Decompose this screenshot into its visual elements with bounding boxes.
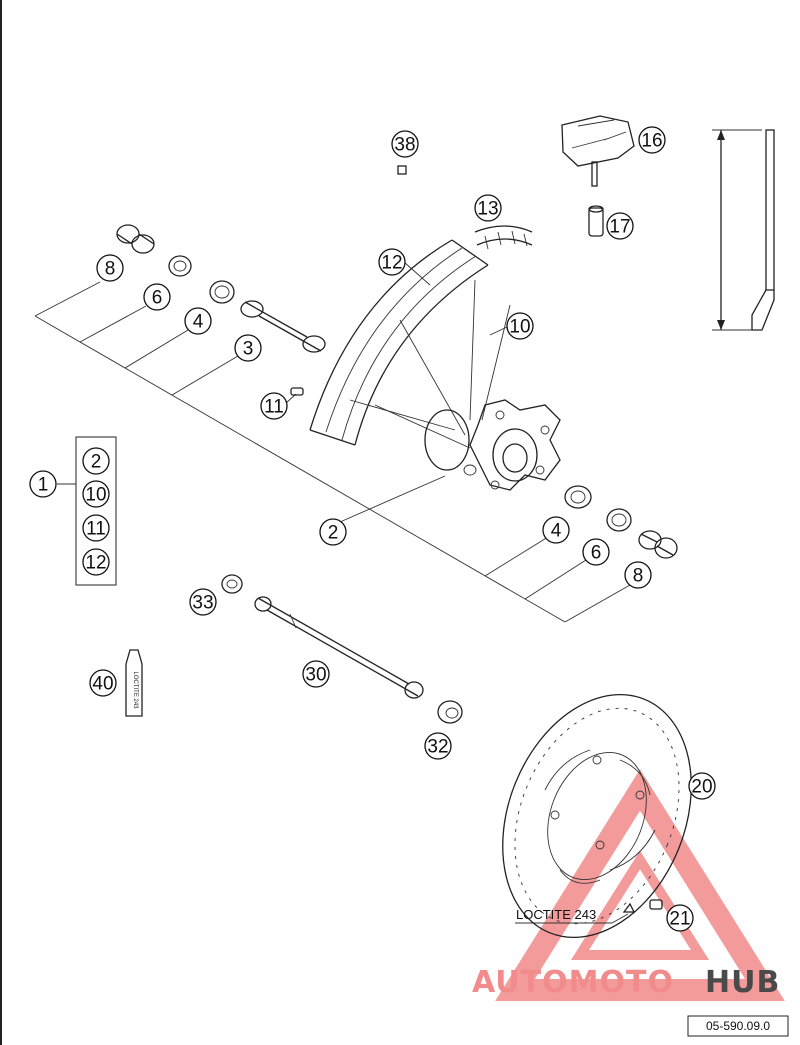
- part-valve-stem-dimension: [712, 129, 775, 331]
- part-40-loctite-tube: LOCTITE 243: [125, 649, 143, 717]
- part-3-distance-sleeve: [240, 300, 326, 353]
- reference-number: 05-590.09.0: [706, 1019, 770, 1033]
- callout-20-label: 20: [691, 777, 712, 798]
- callout-4-label: 4: [193, 312, 204, 333]
- kit-item-10-label: 10: [85, 485, 106, 506]
- callout-38-label: 38: [394, 135, 415, 156]
- callout-12: 12: [378, 248, 406, 276]
- watermark-text-part1: AUTOMOTO: [472, 965, 674, 1000]
- callout-21: 21: [666, 904, 694, 932]
- callout-4-right: 4: [542, 516, 570, 544]
- reference-box: 05-590.09.0: [687, 1015, 789, 1037]
- part-8-spacer-right: [638, 530, 678, 559]
- callout-8-right-label: 8: [633, 566, 644, 587]
- part-21-disc-screw: [622, 899, 663, 913]
- callout-33-label: 33: [192, 593, 213, 614]
- leader-lines: [34, 261, 631, 924]
- part-2-hub: [424, 399, 561, 491]
- callout-4: 4: [184, 307, 212, 335]
- callout-layer: 1234681011121316172021303233384046821011…: [29, 126, 716, 932]
- part-6-seal-left: [168, 255, 192, 277]
- kit-item-2-label: 2: [91, 452, 102, 473]
- callout-17: 17: [606, 212, 634, 240]
- loctite-note: LOCTITE 243: [516, 907, 596, 922]
- callout-1-label: 1: [38, 475, 49, 496]
- part-38-small-screw: [397, 165, 407, 175]
- callout-2: 2: [319, 518, 347, 546]
- kit-item-11-label: 11: [86, 519, 106, 540]
- callout-20: 20: [688, 772, 716, 800]
- kit-group-1: [57, 436, 117, 586]
- callout-6: 6: [143, 283, 171, 311]
- callout-3: 3: [234, 334, 262, 362]
- callout-11-label: 11: [264, 397, 284, 418]
- part-20-brake-disc: [502, 693, 692, 939]
- callout-6-right: 6: [582, 538, 610, 566]
- callout-10: 10: [506, 312, 534, 340]
- part-32-axle-clamp: [437, 700, 463, 724]
- callout-16-label: 16: [641, 131, 662, 152]
- part-4-bearing-right: [564, 485, 592, 509]
- callout-30-label: 30: [305, 665, 326, 686]
- callout-8-right: 8: [624, 561, 652, 589]
- part-33-axle-nut: [221, 574, 243, 594]
- callout-4-right-label: 4: [551, 521, 562, 542]
- callout-10-label: 10: [509, 317, 530, 338]
- callout-30: 30: [302, 660, 330, 688]
- kit-item-12-label: 12: [85, 553, 106, 574]
- callout-21-label: 21: [669, 909, 690, 930]
- kit-item-11: 11: [82, 514, 110, 542]
- kit-item-10: 10: [82, 480, 110, 508]
- callout-6-label: 6: [152, 288, 163, 309]
- watermark-text-part2: HUB: [705, 965, 780, 1000]
- part-11-spoke-nipple: [290, 387, 304, 396]
- part-30-axle: [254, 596, 424, 699]
- callout-1: 1: [29, 470, 57, 498]
- callout-33: 33: [189, 588, 217, 616]
- callout-32: 32: [424, 732, 452, 760]
- callout-16: 16: [638, 126, 666, 154]
- svg-text:LOCTITE 243: LOCTITE 243: [132, 671, 138, 709]
- part-10-spokes: [349, 279, 511, 449]
- callout-3-label: 3: [243, 339, 254, 360]
- callout-40-label: 40: [92, 674, 113, 695]
- watermark: [495, 769, 785, 1001]
- part-17-valve-nut: [588, 205, 604, 237]
- callout-32-label: 32: [427, 737, 448, 758]
- callout-38: 38: [391, 130, 419, 158]
- part-12-rim: [309, 239, 489, 446]
- callout-8-label: 8: [105, 259, 116, 280]
- callout-17-label: 17: [609, 217, 630, 238]
- callout-40: 40: [89, 669, 117, 697]
- callout-13: 13: [474, 194, 502, 222]
- part-4-bearing-left: [209, 280, 235, 304]
- callout-11: 11: [260, 392, 288, 420]
- callout-8: 8: [96, 254, 124, 282]
- part-6-seal-right: [606, 508, 632, 532]
- part-13-rim-tape: [474, 225, 533, 250]
- part-16-valve-cap: [561, 115, 635, 187]
- watermark-logo-text: AUTOMOTO HUB: [472, 965, 780, 1000]
- callout-2-label: 2: [328, 523, 339, 544]
- callout-13-label: 13: [477, 199, 498, 220]
- part-8-spacer-left: [116, 224, 155, 254]
- kit-item-2: 2: [82, 447, 110, 475]
- callout-6-right-label: 6: [591, 543, 602, 564]
- kit-item-12: 12: [82, 548, 110, 576]
- callout-12-label: 12: [381, 253, 402, 274]
